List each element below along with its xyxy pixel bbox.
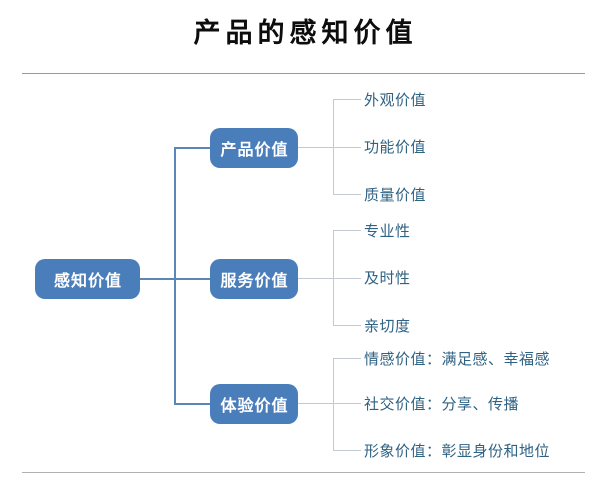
connector-branch-1-leaf-1 xyxy=(333,278,361,279)
connector-branch-0-leaf-2 xyxy=(333,194,361,195)
leaf-emotional-value[interactable]: 情感价值：满足感、幸福感 xyxy=(364,350,551,368)
leaf-friendliness[interactable]: 亲切度 xyxy=(364,317,411,335)
connector-trunk-vertical xyxy=(174,148,176,405)
connector-branch-1-stub xyxy=(298,278,334,279)
connector-branch-0-leaf-0 xyxy=(333,99,361,100)
leaf-professionalism[interactable]: 专业性 xyxy=(364,222,411,240)
connector-branch-0-leaf-1 xyxy=(333,147,361,148)
leaf-function-value[interactable]: 功能价值 xyxy=(364,138,427,156)
connector-branch-2-spine xyxy=(333,358,334,451)
node-root-perceived-value[interactable]: 感知价值 xyxy=(35,259,140,299)
connector-branch-2-leaf-0 xyxy=(333,358,361,359)
leaf-appearance-value[interactable]: 外观价值 xyxy=(364,91,427,109)
connector-branch-1-leaf-0 xyxy=(333,230,361,231)
connector-trunk-to-branch-2 xyxy=(174,403,212,405)
connector-trunk-to-branch-1 xyxy=(174,278,212,280)
node-branch-experience-value[interactable]: 体验价值 xyxy=(210,384,298,424)
connector-branch-0-stub xyxy=(298,147,334,148)
divider-top xyxy=(22,73,585,74)
connector-root-stub xyxy=(140,278,176,280)
node-branch-product-value[interactable]: 产品价值 xyxy=(210,128,298,168)
connector-branch-2-stub xyxy=(298,403,334,404)
connector-branch-2-leaf-1 xyxy=(333,403,361,404)
divider-bottom xyxy=(22,472,585,473)
connector-branch-2-leaf-2 xyxy=(333,450,361,451)
node-branch-service-value[interactable]: 服务价值 xyxy=(210,259,298,299)
leaf-social-value[interactable]: 社交价值：分享、传播 xyxy=(364,395,520,413)
page-title: 产品的感知价值 xyxy=(193,18,418,49)
leaf-timeliness[interactable]: 及时性 xyxy=(364,269,411,287)
leaf-quality-value[interactable]: 质量价值 xyxy=(364,186,427,204)
connector-branch-1-leaf-2 xyxy=(333,325,361,326)
connector-trunk-to-branch-0 xyxy=(174,147,212,149)
leaf-image-value[interactable]: 形象价值：彰显身份和地位 xyxy=(364,442,551,460)
